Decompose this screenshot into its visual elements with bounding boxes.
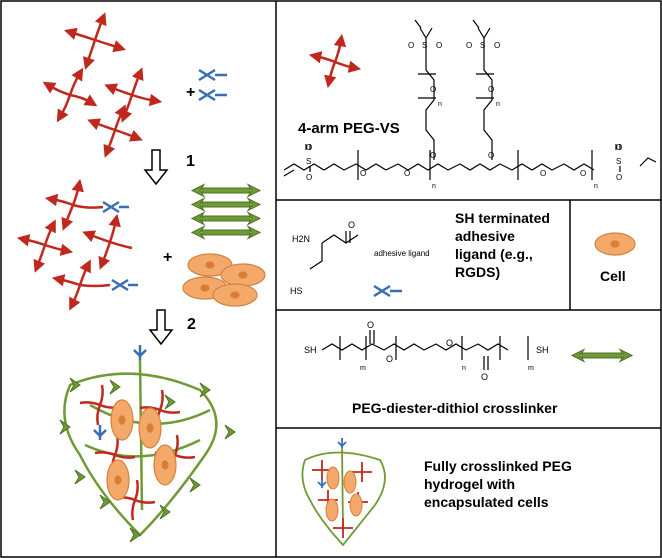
svg-text:O: O — [404, 169, 410, 178]
crosslinker-title: PEG-diester-dithiol crosslinker — [352, 400, 558, 416]
hydrogel-title-line-1: Fully crosslinked PEG — [424, 458, 572, 474]
crosslinker-o-1: O — [367, 320, 374, 330]
ligand-title-line-2: adhesive — [455, 228, 515, 244]
adhesive-ligand-icon — [198, 68, 227, 102]
4-arm-peg-vs-icon — [308, 33, 362, 89]
peg-vs-atoms: S O O S O O S S O O O O O O O O O O O O … — [306, 41, 622, 190]
svg-text:O: O — [306, 143, 312, 152]
crosslinker-structure — [321, 330, 529, 370]
svg-text:S: S — [616, 157, 621, 166]
crosslinker-o-3: O — [446, 338, 453, 348]
ligand-hs: HS — [290, 286, 303, 296]
ligand-o-atom: O — [348, 220, 355, 230]
svg-text:O: O — [488, 85, 494, 94]
svg-text:n: n — [594, 183, 598, 190]
svg-text:O: O — [616, 173, 622, 182]
adhesive-ligand-small-icon — [373, 284, 402, 298]
crosslinker-m-2: m — [528, 365, 534, 372]
peg-network-middle-links — [72, 203, 133, 288]
ligand-title-line-4: RGDS) — [455, 264, 500, 280]
svg-text:O: O — [430, 151, 436, 160]
down-arrow-icon — [143, 149, 169, 186]
cell-cluster-icon — [182, 253, 266, 307]
hydrogel-small-icon — [301, 438, 386, 547]
svg-text:O: O — [488, 151, 494, 160]
crosslinker-m-1: m — [360, 365, 366, 372]
hydrogel-title-line-3: encapsulated cells — [424, 494, 549, 510]
svg-text:n: n — [438, 101, 442, 108]
svg-text:O: O — [466, 41, 472, 50]
svg-text:O: O — [580, 169, 586, 178]
svg-text:O: O — [616, 143, 622, 152]
svg-text:S: S — [306, 157, 311, 166]
ligand-adhesive-label: adhesive ligand — [374, 249, 430, 258]
plus-sign-2: + — [163, 249, 172, 266]
crosslinker-stack-icon — [190, 183, 262, 240]
svg-text:O: O — [494, 41, 500, 50]
bound-ligand-icons — [102, 200, 138, 292]
step-1-label: 1 — [186, 153, 195, 170]
svg-text:S: S — [422, 41, 427, 50]
hydrogel-title-line-2: hydrogel with — [424, 476, 515, 492]
svg-text:n: n — [432, 183, 436, 190]
crosslinker-sh-left: SH — [304, 345, 317, 355]
crosslinker-sh-right: SH — [536, 345, 549, 355]
ligand-title-line-1: SH terminated — [455, 210, 550, 226]
hydrogel-network-icon — [59, 345, 236, 543]
crosslinker-n-1: n — [462, 365, 466, 372]
svg-text:O: O — [540, 169, 546, 178]
ligand-structure — [309, 231, 359, 270]
crosslinker-icon — [570, 348, 634, 363]
svg-text:O: O — [360, 169, 366, 178]
svg-text:O: O — [430, 85, 436, 94]
svg-text:O: O — [306, 173, 312, 182]
ligand-title-line-3: ligand (e.g., — [455, 246, 533, 262]
down-arrow-icon-2 — [148, 309, 174, 346]
cell-title: Cell — [600, 268, 626, 284]
peg-vs-structure — [283, 19, 657, 180]
svg-text:O: O — [436, 41, 442, 50]
peg-network-middle — [16, 178, 121, 311]
step-2-label: 2 — [187, 316, 196, 333]
plus-sign-1: + — [186, 84, 195, 101]
svg-text:O: O — [408, 41, 414, 50]
crosslinker-o-2: O — [386, 354, 393, 364]
svg-text:n: n — [496, 101, 500, 108]
svg-text:S: S — [480, 41, 485, 50]
peg-network-top — [42, 12, 163, 158]
ligand-nh2: H2N — [292, 234, 310, 244]
crosslinker-atoms: SH SH O O O O m n m — [304, 320, 549, 382]
cell-icon — [594, 232, 636, 256]
crosslinker-o-4: O — [481, 372, 488, 382]
peg-vs-title: 4-arm PEG-VS — [298, 120, 400, 137]
